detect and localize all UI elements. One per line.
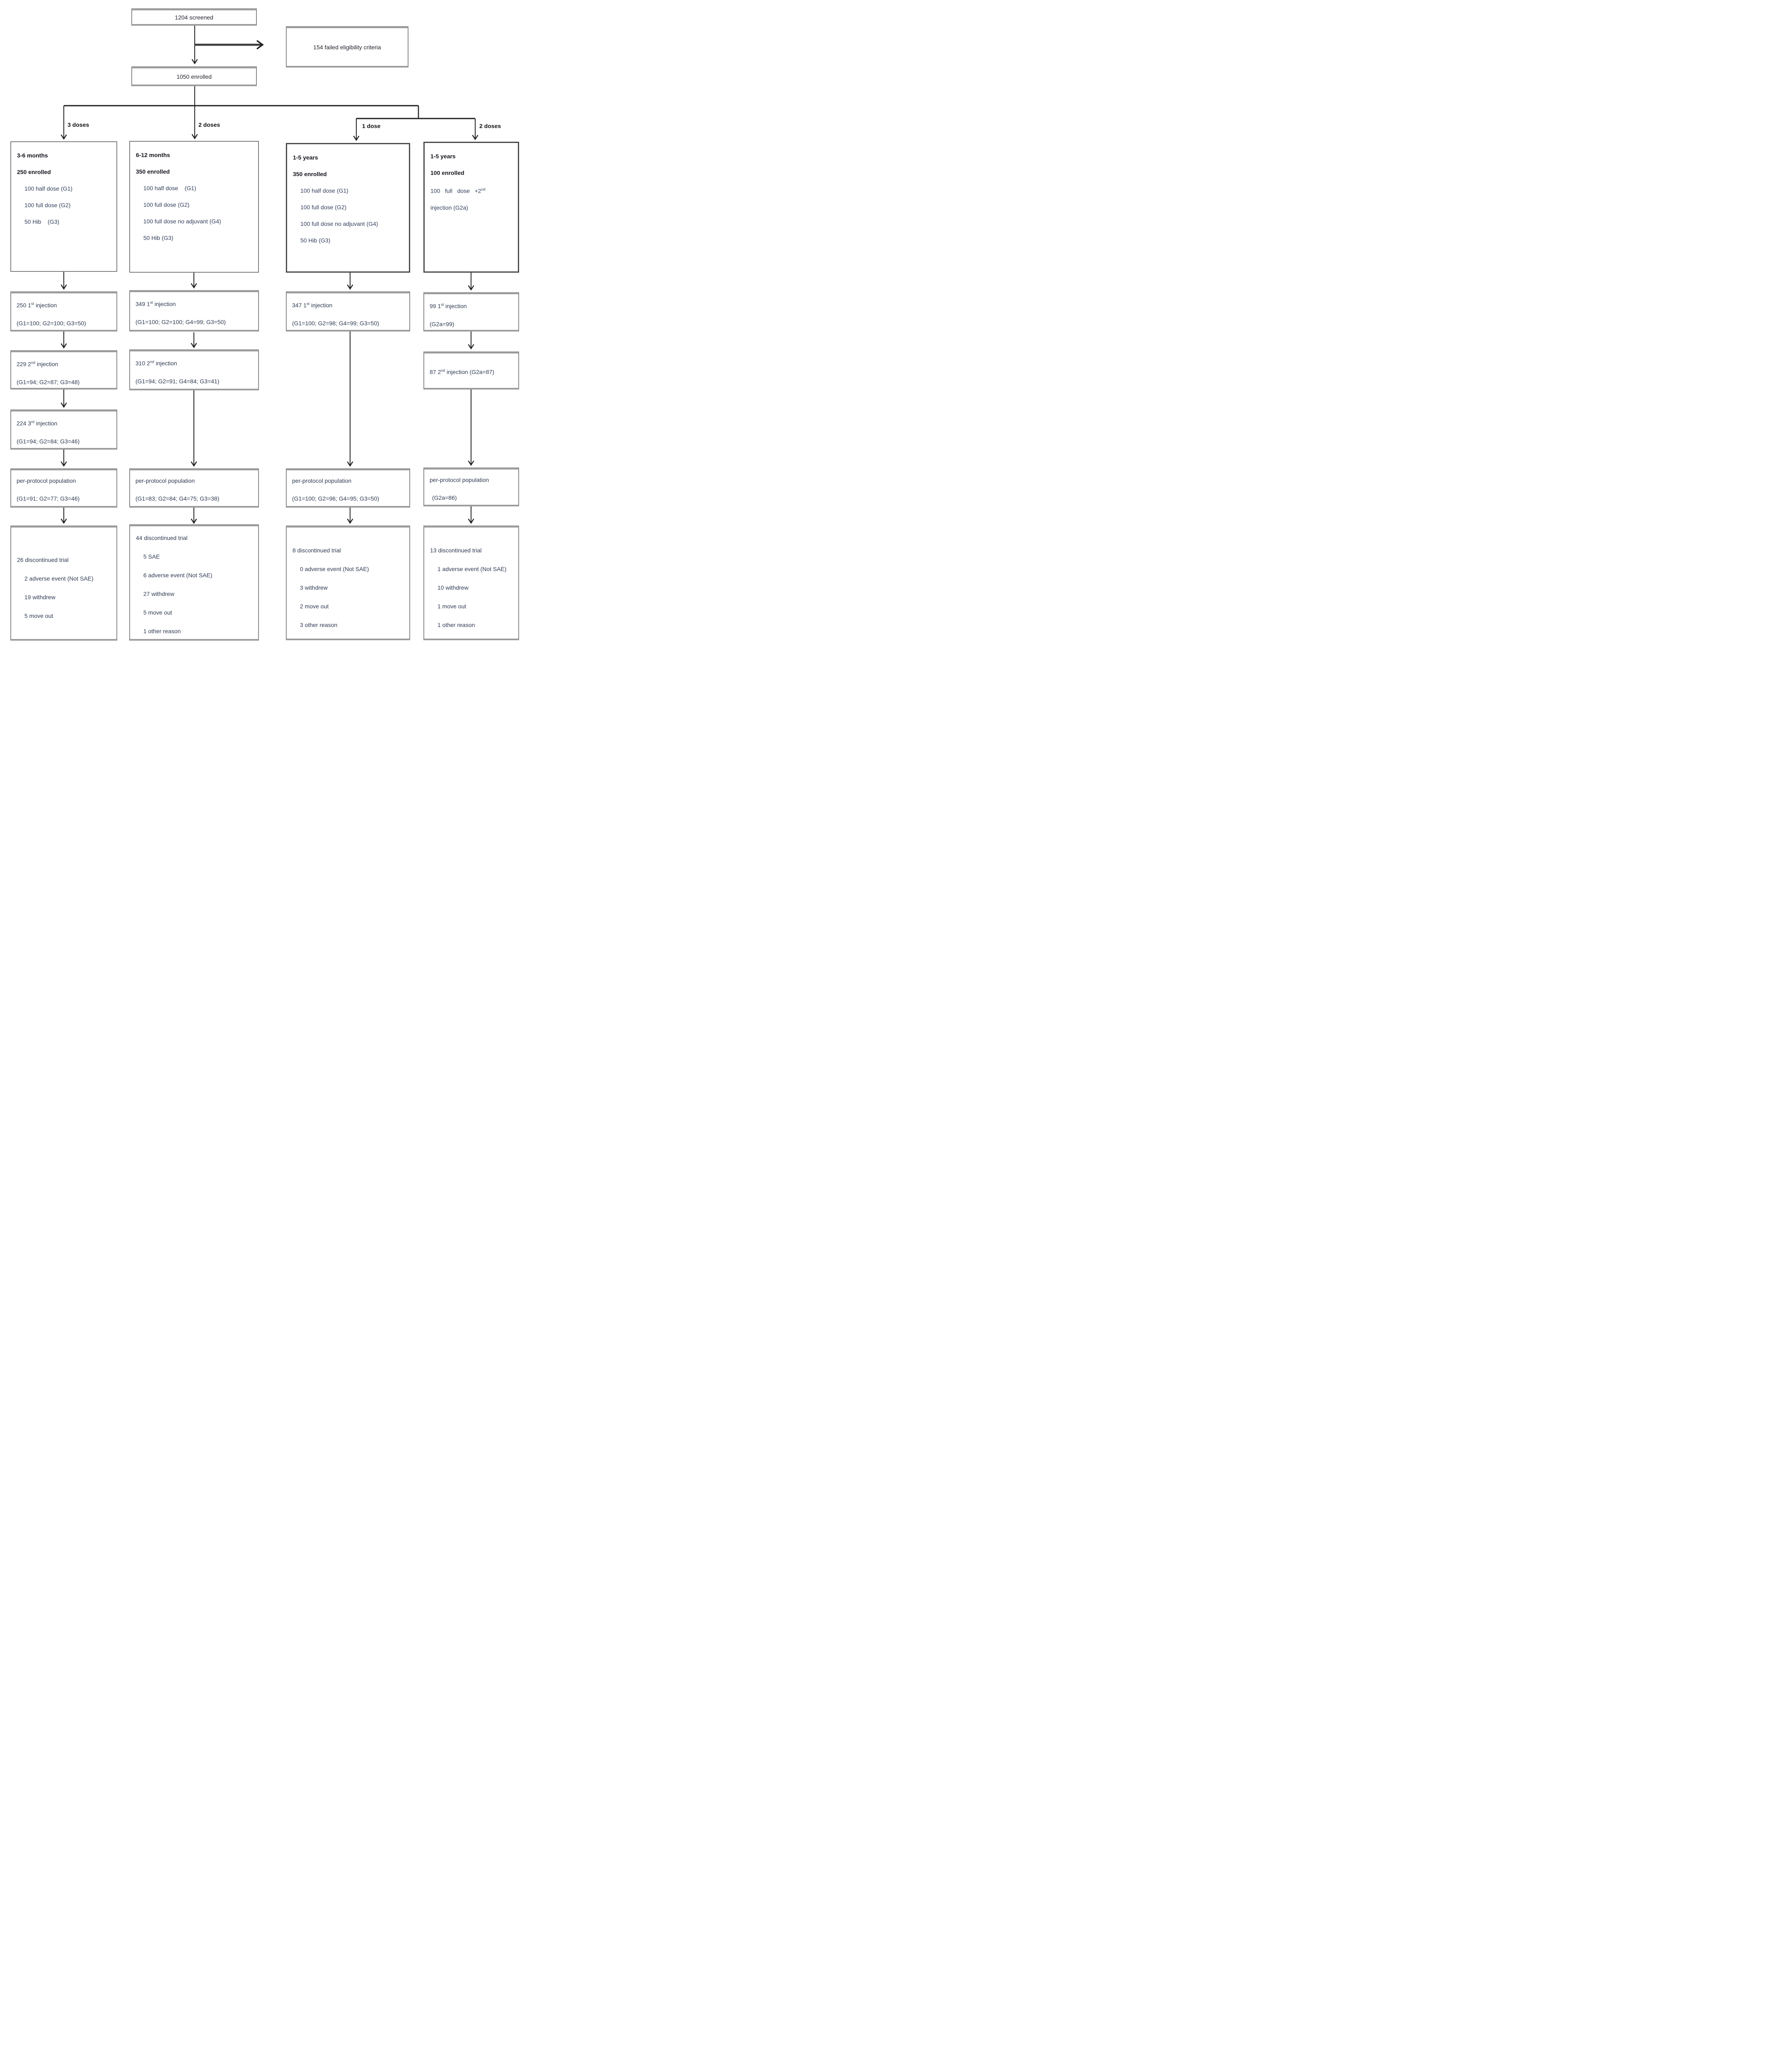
- failed-eligibility-box: 154 failed eligibility criteria: [286, 26, 408, 68]
- col2-enrolled: 350 enrolled: [136, 168, 170, 175]
- col1-discontinued-box: 26 discontinued trial 2 adverse event (N…: [10, 525, 117, 641]
- col4-group-box: 1-5 years 100 enrolled 100 full dose +2n…: [423, 142, 519, 273]
- col4-per-protocol-detail: (G2a=86): [432, 494, 457, 501]
- col3-arm: 100 half dose (G1): [300, 187, 348, 194]
- enrolled-box: 1050 enrolled: [131, 66, 257, 86]
- col4-arm-line1: 100 full dose +2nd: [430, 187, 486, 194]
- col1-injection1-detail: (G1=100; G2=100; G3=50): [17, 320, 86, 327]
- col3-arm: 100 full dose (G2): [300, 204, 347, 211]
- col3-per-protocol-box: per-protocol population (G1=100; G2=96; …: [286, 468, 410, 508]
- col4-discontinued-reason: 1 move out: [437, 603, 466, 610]
- col3-per-protocol-detail: (G1=100; G2=96; G4=95; G3=50): [292, 495, 379, 502]
- col2-discontinued-total: 44 discontinued trial: [136, 535, 188, 541]
- col2-discontinued-box: 44 discontinued trial 5 SAE 6 adverse ev…: [129, 524, 259, 641]
- col2-arm: 100 half dose (G1): [143, 185, 196, 191]
- col1-per-protocol-box: per-protocol population (G1=91; G2=77; G…: [10, 468, 117, 508]
- col4-arm-line2: injection (G2a): [430, 204, 469, 211]
- col4-age: 1-5 years: [430, 153, 456, 160]
- col1-discontinued-reason: 19 withdrew: [24, 594, 56, 600]
- col3-injection1-detail: (G1=100; G2=98; G4=99; G3=50): [292, 320, 379, 327]
- col1-arm: 50 Hib (G3): [24, 218, 60, 225]
- col4-discontinued-box: 13 discontinued trial 1 adverse event (N…: [423, 525, 519, 640]
- failed-eligibility-label: 154 failed eligibility criteria: [313, 44, 381, 51]
- flow-connectors: [60, 26, 479, 524]
- col2-discontinued-reason: 6 adverse event (Not SAE): [143, 572, 213, 579]
- col2-injection1-box: 349 1st injection (G1=100; G2=100; G4=99…: [129, 290, 259, 332]
- col2-injection2-box: 310 2nd injection (G1=94; G2=91; G4=84; …: [129, 349, 259, 390]
- col2-arm: 50 Hib (G3): [143, 235, 174, 241]
- col4-injection1-title: 99 1st injection: [430, 303, 467, 310]
- col4-injection1-detail: (G2a=99): [430, 320, 454, 327]
- col3-group-box: 1-5 years 350 enrolled 100 half dose (G1…: [286, 143, 410, 273]
- col1-per-protocol-detail: (G1=91; G2=77; G3=46): [17, 495, 80, 502]
- col2-discontinued-reason: 27 withdrew: [143, 591, 174, 597]
- col4-injection1-box: 99 1st injection (G2a=99): [423, 292, 519, 332]
- col2-injection2-detail: (G1=94; G2=91; G4=84; G3=41): [135, 378, 220, 385]
- col1-injection3-box: 224 3rd injection (G1=94; G2=84; G3=46): [10, 409, 117, 450]
- col2-age: 6-12 months: [136, 152, 170, 158]
- col3-injection1-title: 347 1st injection: [292, 302, 333, 309]
- col3-arm: 50 Hib (G3): [300, 237, 331, 244]
- col3-discontinued-reason: 3 withdrew: [300, 584, 328, 591]
- col1-per-protocol-title: per-protocol population: [17, 477, 76, 484]
- col2-injection1-detail: (G1=100; G2=100; G4=99; G3=50): [135, 318, 226, 325]
- col2-per-protocol-detail: (G1=83; G2=84; G4=75; G3=38): [135, 495, 220, 502]
- col1-injection2-box: 229 2nd injection (G1=94; G2=87; G3=48): [10, 350, 117, 390]
- col1-discontinued-reason: 5 move out: [24, 612, 53, 619]
- col4-enrolled: 100 enrolled: [430, 169, 464, 176]
- dose-label-2doses: 2 doses: [198, 121, 220, 128]
- col2-arm: 100 full dose (G2): [143, 201, 190, 208]
- col2-discontinued-reason: 5 move out: [143, 609, 172, 616]
- col4-per-protocol-title: per-protocol population: [430, 477, 489, 483]
- dose-label-3doses: 3 doses: [68, 121, 89, 128]
- col3-discontinued-reason: 2 move out: [300, 603, 329, 610]
- dose-label-1dose: 1 dose: [362, 123, 381, 129]
- col1-age: 3-6 months: [17, 152, 48, 159]
- col4-injection2-box: 87 2nd injection (G2a=87): [423, 351, 519, 390]
- col2-injection1-title: 349 1st injection: [135, 300, 176, 307]
- col1-injection3-title: 224 3rd injection: [17, 420, 58, 427]
- col1-group-box: 3-6 months 250 enrolled 100 half dose (G…: [10, 141, 117, 272]
- col4-discontinued-reason: 1 other reason: [437, 622, 475, 628]
- col2-discontinued-reason: 5 SAE: [143, 553, 160, 560]
- col1-injection1-title: 250 1st injection: [17, 302, 57, 309]
- col4-per-protocol-box: per-protocol population (G2a=86): [423, 467, 519, 506]
- col3-enrolled: 350 enrolled: [293, 171, 327, 177]
- col1-injection2-title: 229 2nd injection: [17, 361, 58, 368]
- col3-per-protocol-title: per-protocol population: [292, 477, 352, 484]
- col2-group-box: 6-12 months 350 enrolled 100 half dose (…: [129, 141, 259, 273]
- col2-arm: 100 full dose no adjuvant (G4): [143, 218, 221, 225]
- col4-discontinued-reason: 10 withdrew: [437, 584, 469, 591]
- screened-box: 1204 screened: [131, 8, 257, 26]
- col3-discontinued-box: 8 discontinued trial 0 adverse event (No…: [286, 525, 410, 640]
- enrolled-label: 1050 enrolled: [176, 73, 212, 80]
- col1-injection3-detail: (G1=94; G2=84; G3=46): [17, 438, 80, 445]
- col1-arm: 100 half dose (G1): [24, 185, 73, 192]
- col3-discontinued-reason: 3 other reason: [300, 622, 338, 628]
- col4-discontinued-total: 13 discontinued trial: [430, 547, 482, 554]
- col1-discontinued-total: 26 discontinued trial: [17, 557, 69, 563]
- col4-discontinued-reason: 1 adverse event (Not SAE): [437, 566, 507, 572]
- col3-discontinued-total: 8 discontinued trial: [292, 547, 341, 554]
- col1-injection1-box: 250 1st injection (G1=100; G2=100; G3=50…: [10, 291, 117, 332]
- col3-discontinued-reason: 0 adverse event (Not SAE): [300, 566, 369, 572]
- col1-discontinued-reason: 2 adverse event (Not SAE): [24, 575, 94, 582]
- col1-enrolled: 250 enrolled: [17, 169, 51, 175]
- consort-flow-diagram: 1204 screened 154 failed eligibility cri…: [0, 0, 532, 642]
- col4-injection2-title: 87 2nd injection (G2a=87): [430, 368, 494, 375]
- col1-arm: 100 full dose (G2): [24, 202, 71, 208]
- screened-label: 1204 screened: [175, 14, 213, 21]
- col3-age: 1-5 years: [293, 154, 318, 161]
- col1-injection2-detail: (G1=94; G2=87; G3=48): [17, 378, 80, 385]
- dose-label-2doses-b: 2 doses: [479, 123, 501, 129]
- col2-per-protocol-box: per-protocol population (G1=83; G2=84; G…: [129, 468, 259, 508]
- col3-arm: 100 full dose no adjuvant (G4): [300, 220, 378, 227]
- col3-injection1-box: 347 1st injection (G1=100; G2=98; G4=99;…: [286, 291, 410, 332]
- col2-injection2-title: 310 2nd injection: [135, 360, 177, 367]
- col2-per-protocol-title: per-protocol population: [135, 477, 195, 484]
- col2-discontinued-reason: 1 other reason: [143, 628, 181, 634]
